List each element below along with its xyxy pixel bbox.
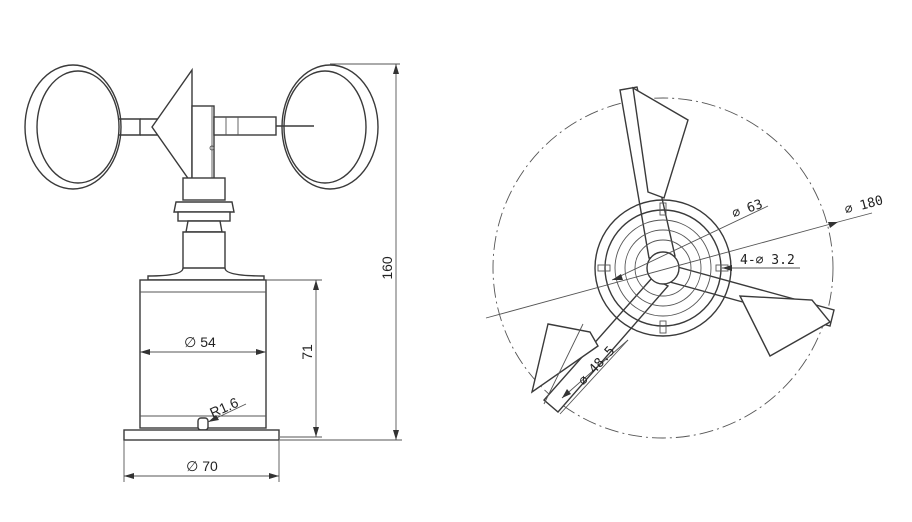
top-view: ∅ 180 ∅ 63 4-∅ 3.2 ∅ 48.5 [485,86,885,439]
dim-63-label: ∅ 63 [730,197,765,222]
spindle [147,177,265,281]
dim-diameter-base: ∅ 70 [123,440,280,482]
base [123,429,280,441]
center-hub [646,251,680,285]
dim-holes: 4-∅ 3.2 [722,253,800,271]
dim-71-label: 71 [299,344,315,360]
arm-right [669,265,835,357]
arm-lower-left [530,277,670,413]
dim-180-label: ∅ 180 [843,193,885,218]
dim-diameter-body: ∅ 54 [140,334,266,355]
dim-diameter-outer: ∅ 180 [485,193,885,319]
left-cup [24,64,141,190]
right-cup [213,64,379,190]
hub-cone [140,67,215,189]
dim-160-label: 160 [379,256,395,280]
dim-70-label: ∅ 70 [186,458,218,474]
dim-54-label: ∅ 54 [184,334,216,350]
side-view: 160 71 ∅ 54 R1.6 [24,63,402,482]
outer-sweep-circle [492,97,834,439]
body-cylinder [139,279,267,431]
dim-holes-label: 4-∅ 3.2 [740,253,795,268]
dim-height-total: 160 [280,63,402,441]
dim-height-body: 71 [266,279,322,438]
